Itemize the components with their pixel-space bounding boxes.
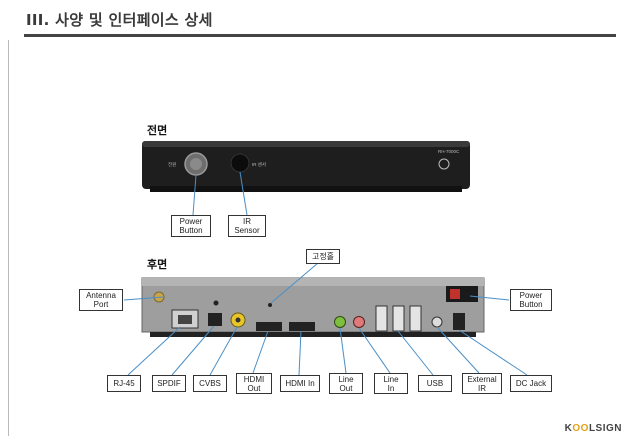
- label-hdmi-out: HDMI Out: [236, 373, 272, 394]
- label-cvbs: CVBS: [193, 375, 227, 392]
- callout-line: [436, 326, 480, 374]
- callout-line: [127, 326, 181, 376]
- callout-line: [171, 325, 215, 376]
- spdif-port-icon: [208, 313, 222, 326]
- rear-section-label: 후면: [147, 258, 168, 271]
- callout-line: [239, 171, 248, 216]
- label-usb: USB: [418, 375, 452, 392]
- callout-line: [252, 330, 269, 374]
- ir-sensor-icon: [230, 153, 250, 173]
- front-section-label: 전면: [147, 124, 168, 137]
- dc-jack-icon: [453, 313, 465, 330]
- usb-port-icon: [409, 305, 422, 332]
- external-ir-port-icon: [431, 316, 443, 328]
- label-spdif: SPDIF: [152, 375, 186, 392]
- label-power-button-rear: Power Button: [510, 289, 552, 311]
- line-out-port-icon: [334, 316, 346, 328]
- title-divider: [24, 34, 616, 37]
- hdmi-out-port-icon: [256, 322, 282, 331]
- label-antenna-port: Antenna Port: [79, 289, 123, 311]
- line-in-port-icon: [353, 316, 365, 328]
- callout-line: [270, 262, 319, 304]
- hdmi-in-port-icon: [289, 322, 315, 331]
- front-device-image: [142, 141, 470, 192]
- label-fixing-hole: 고정홀: [306, 249, 340, 264]
- label-line-in: Line In: [374, 373, 408, 394]
- brand-logo: KOOLSIGN: [564, 423, 622, 434]
- rear-device-image: [141, 277, 485, 337]
- label-ir-sensor: IR Sensor: [228, 215, 266, 237]
- callout-line: [123, 296, 165, 301]
- label-power-button-front: Power Button: [171, 215, 211, 237]
- usb-port-icon: [392, 305, 405, 332]
- front-model-text: RH-7000C: [438, 149, 460, 154]
- usb-port-icon: [375, 305, 388, 332]
- callout-line: [209, 326, 238, 376]
- callout-line: [397, 330, 434, 376]
- front-ir-text: IR 센서: [252, 161, 266, 168]
- callout-line: [458, 329, 528, 376]
- page-title: III. 사양 및 인터페이스 상세: [26, 11, 213, 29]
- callout-line: [358, 327, 391, 374]
- label-external-ir: External IR: [462, 373, 502, 394]
- label-dc-jack: DC Jack: [510, 375, 552, 392]
- callout-line: [192, 174, 197, 216]
- callout-line: [339, 327, 347, 374]
- left-border: [8, 40, 9, 436]
- label-hdmi-in: HDMI In: [280, 375, 320, 392]
- front-power-text: 전원: [168, 161, 176, 167]
- callout-line: [469, 295, 510, 301]
- label-rj45: RJ-45: [107, 375, 141, 392]
- label-line-out: Line Out: [329, 373, 363, 394]
- callout-line: [298, 330, 302, 376]
